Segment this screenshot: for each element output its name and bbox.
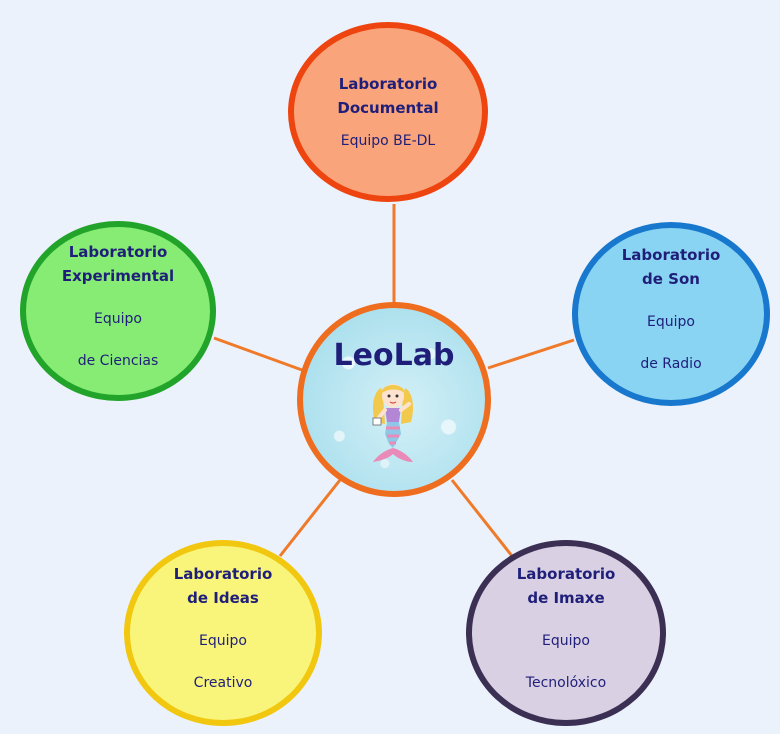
- lab-node-son: Laboratorio de Son Equipo de Radio: [572, 222, 770, 406]
- connector-bottom-left: [278, 479, 342, 557]
- connector-left: [213, 336, 303, 372]
- lab-title: Laboratorio Documental: [337, 75, 439, 117]
- mermaid-icon: [372, 384, 413, 462]
- center-node-leolab: LeoLab: [297, 302, 491, 497]
- lab-team: Equipo de Radio: [640, 314, 702, 372]
- lab-team: Equipo BE-DL: [340, 133, 436, 149]
- lab-team: Equipo de Ciencias: [77, 311, 159, 369]
- connector-bottom-right: [450, 479, 514, 557]
- lab-node-ideas: Laboratorio de Ideas Equipo Creativo: [124, 540, 322, 726]
- lab-node-experimental: Laboratorio Experimental Equipo de Cienc…: [20, 221, 216, 401]
- lab-title: Laboratorio de Ideas: [173, 565, 273, 607]
- lab-title: Laboratorio de Son: [621, 246, 721, 288]
- lab-title: Laboratorio Experimental: [61, 243, 175, 285]
- center-title: LeoLab: [333, 338, 455, 373]
- connector-right: [487, 338, 575, 370]
- lab-title: Laboratorio de Imaxe: [516, 565, 616, 607]
- lab-node-imaxe: Laboratorio de Imaxe Equipo Tecnolóxico: [466, 540, 666, 726]
- lab-node-documental: Laboratorio Documental Equipo BE-DL: [288, 22, 488, 202]
- lab-team: Equipo Creativo: [193, 633, 253, 691]
- lab-team: Equipo Tecnolóxico: [525, 633, 607, 691]
